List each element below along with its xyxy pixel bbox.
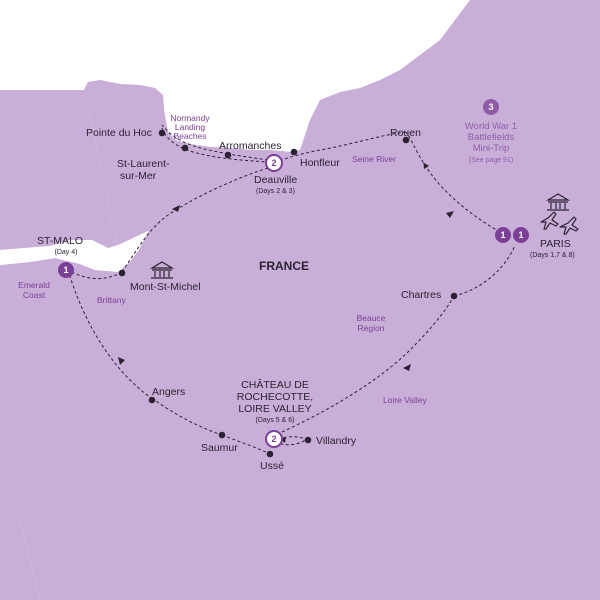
dot-usse: [266, 450, 274, 458]
land-north: [300, 0, 600, 180]
label-st-laurent-2: sur-Mer: [120, 170, 157, 182]
label-chateau-note: (Days 5 & 6): [256, 417, 295, 424]
label-rouen: Rouen: [390, 127, 421, 139]
dot-honfleur: [290, 148, 298, 156]
optional-trip-line3: Mini-Trip: [473, 143, 510, 154]
label-villandry: Villandry: [316, 435, 357, 447]
optional-trip-line1: World War 1: [465, 121, 517, 132]
route-lines: [67, 124, 516, 455]
label-honfleur: Honfleur: [300, 157, 340, 169]
dot-chartres: [450, 292, 458, 300]
label-emerald-2: Coast: [23, 290, 46, 300]
label-chartres: Chartres: [401, 289, 441, 301]
dot-mont-st-michel: [118, 269, 126, 277]
label-arromanches: Arromanches: [219, 140, 281, 152]
label-st-malo-note: (Day 4): [55, 249, 78, 256]
label-deauville-note: (Days 2 & 3): [256, 188, 295, 195]
country-label: FRANCE: [259, 259, 309, 273]
city-dots: [118, 129, 458, 458]
optional-trip-line2: Battlefields: [468, 132, 515, 143]
arrow-2: [172, 205, 180, 212]
sea-bay: [0, 240, 120, 270]
dot-villandry: [304, 436, 312, 444]
bank-icon: [149, 261, 175, 279]
label-emerald-1: Emerald: [18, 280, 50, 290]
badge-paris-a: 1: [495, 227, 511, 243]
arrow-3: [118, 357, 125, 365]
route-arromanches-pointe: [161, 124, 229, 155]
dot-angers: [148, 396, 156, 404]
dot-st-laurent: [181, 144, 189, 152]
land-southwest: [0, 498, 40, 600]
label-mont-st-michel: Mont-St-Michel: [130, 281, 201, 293]
dot-arromanches: [224, 151, 232, 159]
route-chartres-paris: [453, 244, 516, 297]
dot-saumur: [218, 431, 226, 439]
route-rouen-honfleur: [281, 131, 407, 161]
badge-st-malo-num: 1: [63, 265, 68, 275]
badge-paris-b-num: 1: [518, 230, 523, 240]
bank-icon-paris: [545, 193, 571, 211]
label-st-laurent-1: St-Laurent-: [117, 158, 170, 170]
badge-optional-trip-num: 3: [488, 102, 493, 112]
label-loire-valley: Loire Valley: [383, 395, 428, 405]
label-paris: PARIS: [540, 238, 571, 250]
plane-icon: [540, 211, 579, 235]
optional-trip-note: (See page 91): [469, 157, 513, 164]
badge-paris-b: 1: [513, 227, 529, 243]
label-chateau-2: ROCHECOTTE,: [237, 391, 313, 403]
arrow-1: [446, 211, 454, 218]
optional-trip-block: World War 1 Battlefields Mini-Trip (See …: [465, 121, 517, 164]
route-stmalo-angers: [67, 269, 153, 399]
dot-rouen: [402, 136, 410, 144]
route-paris-rouen: [405, 131, 501, 233]
label-seine-river: Seine River: [352, 154, 396, 164]
route-deauville-msm: [121, 167, 269, 273]
label-normandy-1: Normandy: [170, 113, 210, 123]
label-deauville: Deauville: [254, 174, 297, 186]
route-pointe-return: [161, 127, 269, 163]
label-paris-note: (Days 1,7 & 8): [530, 252, 575, 259]
label-beauce-1: Beauce: [357, 313, 386, 323]
route-usse-villandry: [269, 437, 309, 446]
label-chateau-3: LOIRE VALLEY: [238, 403, 311, 415]
arrow-4: [403, 364, 411, 371]
label-st-malo: ST-MALO: [37, 235, 83, 247]
route-saumur-usse: [221, 434, 271, 455]
label-pointe-du-hoc: Pointe du Hoc: [86, 127, 152, 139]
label-beauce-2: Region: [358, 323, 385, 333]
sea-channel: [0, 0, 470, 152]
label-angers: Angers: [152, 386, 185, 398]
label-normandy-2: Landing: [175, 122, 206, 132]
badge-chateau: 2: [265, 430, 283, 448]
label-usse: Ussé: [260, 460, 284, 472]
badge-chateau-num: 2: [271, 434, 276, 444]
dot-pointe-du-hoc: [158, 129, 166, 137]
route-angers-saumur: [151, 397, 223, 436]
label-saumur: Saumur: [201, 442, 238, 454]
label-brittany: Brittany: [97, 295, 127, 305]
badge-deauville: 2: [265, 154, 283, 172]
route-chateau-chartres: [281, 295, 455, 433]
label-normandy-3: Beaches: [173, 131, 206, 141]
label-chateau-1: CHÂTEAU DE: [241, 378, 309, 391]
land-cotentin: [84, 80, 305, 245]
badge-st-malo: 1: [58, 262, 74, 278]
badge-deauville-num: 2: [271, 158, 276, 168]
badge-optional-trip: 3: [483, 99, 499, 115]
badge-paris-a-num: 1: [500, 230, 505, 240]
